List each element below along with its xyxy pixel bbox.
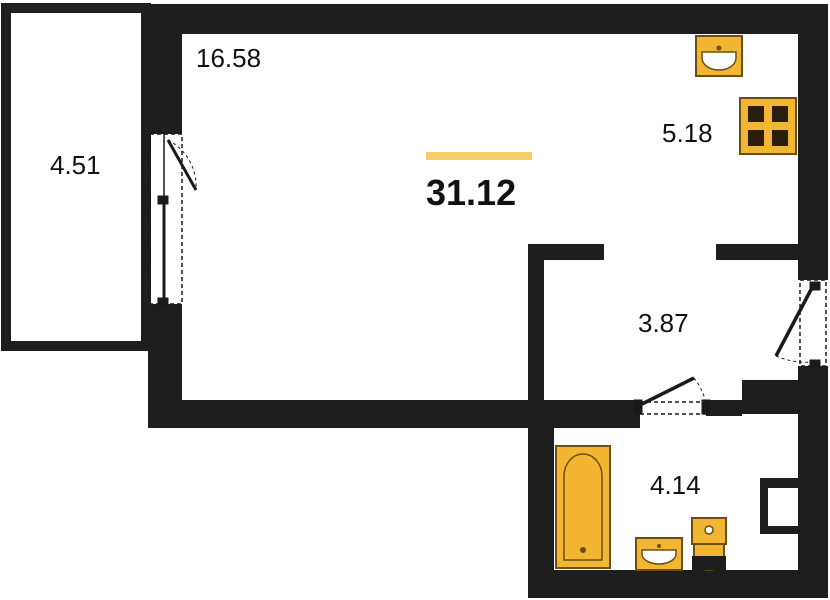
kitchen-stove (739, 97, 797, 155)
wall-right-lower (798, 366, 828, 598)
bathroom-door (633, 376, 711, 415)
room-area-balcony: 4.51 (50, 150, 101, 180)
total-area-accent-bar (426, 152, 532, 160)
room-area-kitchen: 5.18 (662, 118, 713, 148)
toilet (691, 517, 727, 571)
wall-bath-bottom (528, 570, 828, 598)
wall-bottom-right (706, 400, 742, 416)
room-area-bathroom: 4.14 (650, 470, 701, 500)
room-area-hallway: 3.87 (638, 308, 689, 338)
wall-bottom-living (148, 400, 640, 428)
wall-hall-top-left (528, 244, 604, 260)
balcony-outline (1, 3, 151, 351)
walls (148, 4, 828, 598)
wall-bath-left (528, 400, 554, 598)
kitchen-sink (695, 35, 743, 77)
bathtub (555, 445, 611, 569)
shaft-inner (768, 488, 798, 526)
entrance-door (774, 279, 827, 369)
wall-top (148, 4, 828, 34)
wall-right-upper (798, 4, 828, 280)
wall-left-upper (148, 4, 182, 134)
balcony-door (149, 133, 198, 307)
wall-hall-left (528, 244, 544, 416)
wall-hall-top-right (716, 244, 798, 260)
total-area: 31.12 (426, 172, 516, 213)
room-area-living: 16.58 (196, 43, 261, 73)
bathroom-sink (635, 537, 683, 571)
wall-step (742, 380, 798, 414)
